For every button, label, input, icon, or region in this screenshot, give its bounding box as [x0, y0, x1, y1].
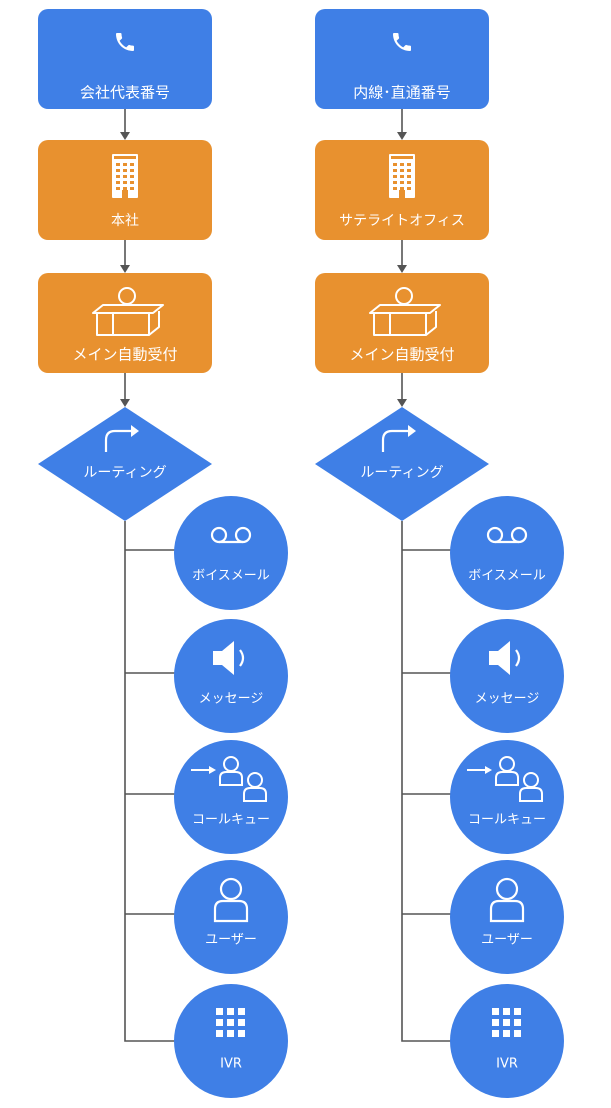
destination-node-user: ユーザー: [174, 860, 288, 974]
destination-label: IVR: [496, 1057, 518, 1072]
destination-label: ユーザー: [481, 933, 533, 948]
connector-arrow: [120, 109, 130, 140]
destination-label: ユーザー: [205, 933, 257, 948]
connector-arrow: [120, 240, 130, 273]
building-icon: [389, 154, 415, 198]
destination-label: コールキュー: [468, 813, 546, 828]
routing-label: ルーティング: [360, 465, 443, 481]
flow-column-2: 内線･直通番号サテライトオフィスメイン自動受付ルーティングボイスメールメッセージ…: [315, 9, 564, 1098]
site-node: サテライトオフィス: [315, 140, 489, 240]
speaker-icon: [489, 641, 521, 675]
site-node: 本社: [38, 140, 212, 240]
voicemail-icon: [210, 526, 252, 544]
destination-node-speaker: メッセージ: [174, 619, 288, 733]
phone-icon: [116, 33, 134, 51]
connector-arrow: [397, 109, 407, 140]
phone-number-node: 会社代表番号: [38, 9, 212, 109]
user-icon: [489, 877, 525, 923]
destination-node-keypad: IVR: [174, 984, 288, 1098]
keypad-icon: [216, 1008, 245, 1037]
site-label: サテライトオフィス: [339, 213, 465, 229]
reception-desk-icon: [369, 287, 441, 336]
destination-node-keypad: IVR: [450, 984, 564, 1098]
destination-node-voicemail: ボイスメール: [450, 496, 564, 610]
destination-label: メッセージ: [475, 692, 540, 707]
phone-number-label: 内線･直通番号: [353, 84, 451, 102]
auto-attendant-node: メイン自動受付: [315, 273, 489, 373]
destination-node-user: ユーザー: [450, 860, 564, 974]
keypad-icon: [492, 1008, 521, 1037]
site-label: 本社: [111, 213, 139, 229]
connector-arrow: [397, 373, 407, 407]
phone-number-node: 内線･直通番号: [315, 9, 489, 109]
auto-attendant-label: メイン自動受付: [72, 346, 177, 364]
destination-label: メッセージ: [199, 692, 264, 707]
flow-column-1: 会社代表番号本社メイン自動受付ルーティングボイスメールメッセージコールキューユー…: [38, 9, 288, 1098]
routing-node: ルーティング: [315, 407, 489, 521]
routing-arrow-icon: [104, 425, 139, 452]
destination-label: IVR: [220, 1057, 242, 1072]
destination-label: ボイスメール: [468, 569, 546, 584]
auto-attendant-label: メイン自動受付: [349, 346, 454, 364]
destination-node-voicemail: ボイスメール: [174, 496, 288, 610]
auto-attendant-node: メイン自動受付: [38, 273, 212, 373]
connector-arrow: [120, 373, 130, 407]
destination-node-call-queue: コールキュー: [174, 740, 288, 854]
routing-arrow-icon: [381, 425, 416, 452]
call-queue-icon: [467, 756, 543, 802]
destination-label: コールキュー: [192, 813, 270, 828]
phone-number-label: 会社代表番号: [80, 84, 170, 102]
destination-node-speaker: メッセージ: [450, 619, 564, 733]
building-icon: [112, 154, 138, 198]
routing-node: ルーティング: [38, 407, 212, 521]
call-queue-icon: [191, 756, 267, 802]
voicemail-icon: [486, 526, 528, 544]
destination-label: ボイスメール: [192, 569, 270, 584]
routing-label: ルーティング: [83, 465, 166, 481]
destination-node-call-queue: コールキュー: [450, 740, 564, 854]
user-icon: [213, 877, 249, 923]
connector-arrow: [397, 240, 407, 273]
speaker-icon: [213, 641, 245, 675]
phone-icon: [393, 33, 411, 51]
reception-desk-icon: [92, 287, 164, 336]
